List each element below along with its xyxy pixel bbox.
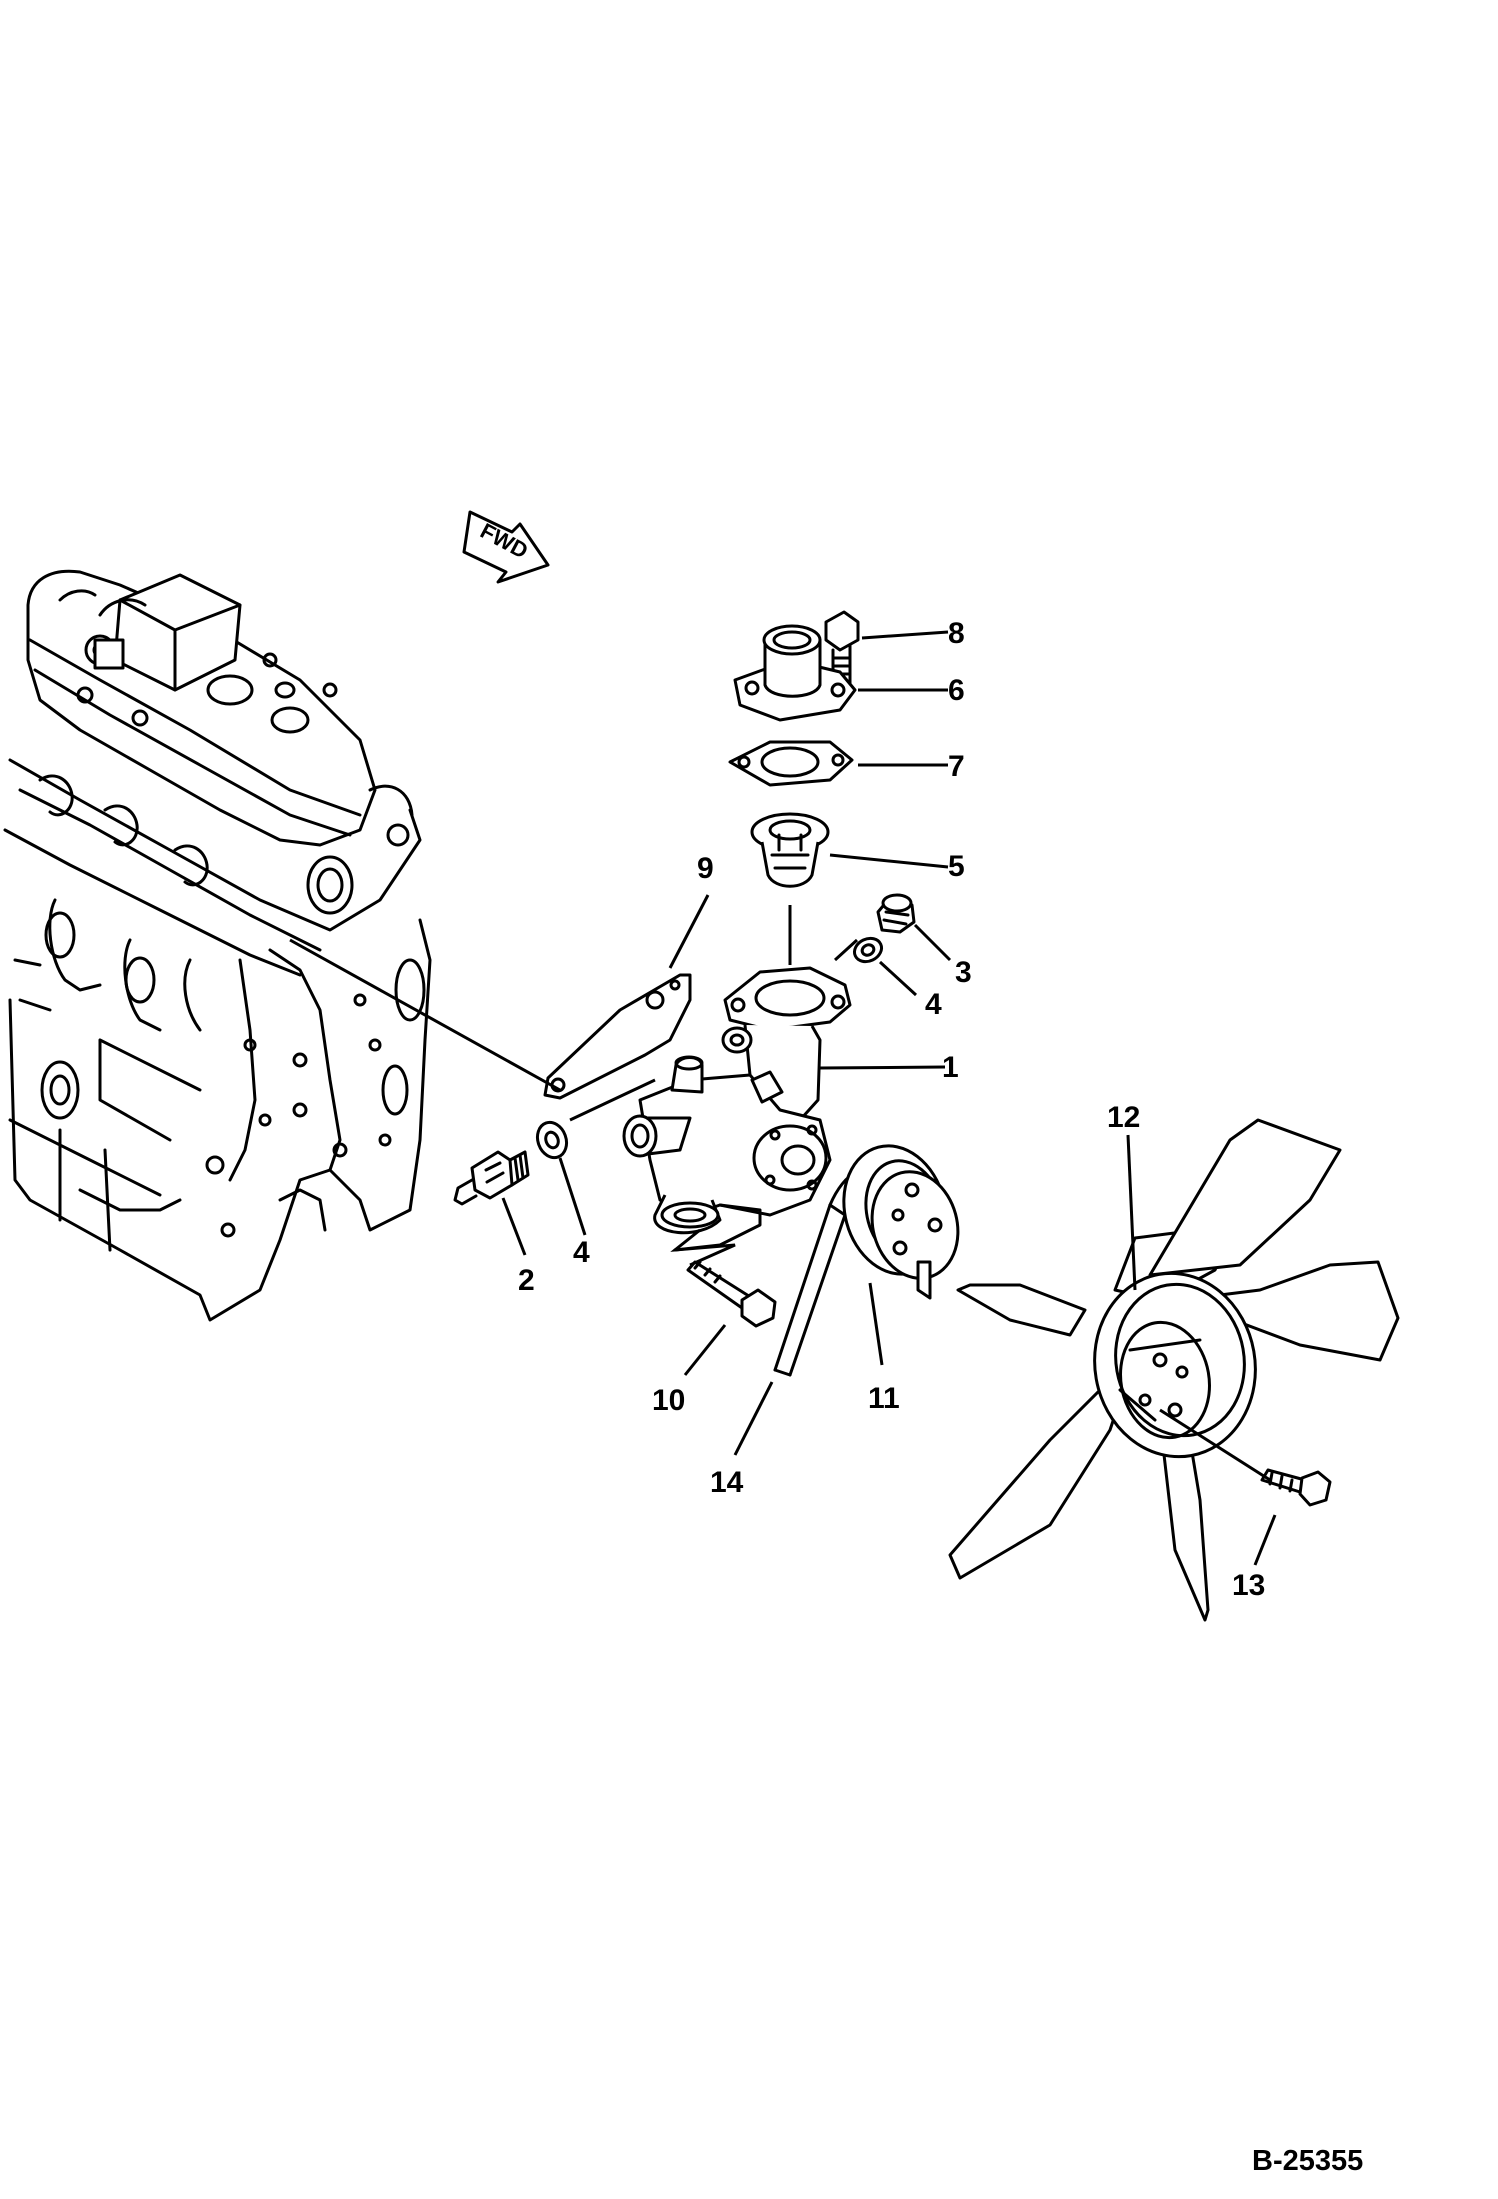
part-7-gasket [728,740,854,787]
part-8-bolt [824,610,860,687]
callout-14: 14 [710,1466,744,1499]
part-5-thermostat [750,812,830,888]
part-13-bolt [1260,1468,1332,1507]
callout-leaders [501,630,1277,1566]
part-12-cooling-fan [948,1118,1400,1622]
part-3-plug [876,893,916,934]
callout-1: 1 [942,1051,959,1084]
callout-2: 2 [518,1264,535,1297]
callout-4-lower: 4 [573,1236,590,1269]
callout-numbers: 8 6 7 5 9 3 4 1 4 2 10 11 14 12 13 [518,617,1265,1602]
part-1-water-pump [622,966,852,1252]
forward-direction-arrow: FWD [462,510,550,584]
callout-11: 11 [868,1382,900,1415]
callout-6: 6 [948,674,965,707]
callout-4-upper: 4 [925,988,942,1021]
engine-block [3,569,432,1322]
callout-13: 13 [1232,1569,1265,1602]
callout-5: 5 [948,850,965,883]
part-4-washer-lower [535,1120,569,1160]
part-9-bracket [543,973,692,1100]
part-6-thermostat-cover [733,624,857,722]
document-id: B-25355 [1252,2145,1363,2177]
assembly-lines [289,905,1271,1482]
callout-12: 12 [1107,1101,1140,1134]
callout-9: 9 [697,852,714,885]
part-4-washer-upper [852,936,884,964]
callout-8: 8 [948,617,965,650]
part-2-temperature-sensor [453,1150,530,1206]
callout-10: 10 [652,1384,685,1417]
callout-7: 7 [948,750,965,783]
part-11-fan-pulley [842,1144,960,1300]
part-10-bolt [686,1260,777,1328]
callout-3: 3 [955,956,972,989]
